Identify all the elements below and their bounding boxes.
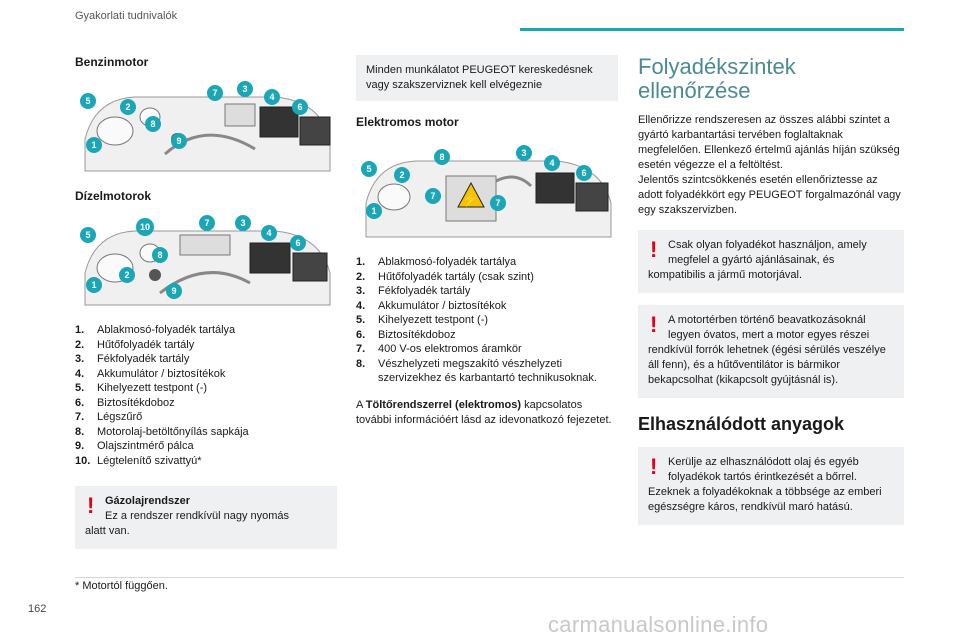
electric-engine-title: Elektromos motor [356, 115, 459, 129]
header-accent-bar [520, 28, 904, 31]
warning-icon: ! [650, 312, 658, 337]
footnote-divider [75, 577, 904, 578]
used-materials-title: Elhasználódott anyagok [638, 414, 845, 434]
svg-text:4: 4 [269, 92, 274, 102]
fluid-warning-box: ! Csak olyan folyadékot használjon, amel… [638, 230, 904, 293]
charging-info-paragraph: A Töltőrendszerrel (elektromos) kapcsola… [356, 398, 612, 426]
svg-text:6: 6 [295, 238, 300, 248]
svg-text:9: 9 [176, 136, 181, 146]
svg-text:6: 6 [581, 168, 586, 178]
legend-item: 6.Biztosítékdoboz [356, 328, 456, 341]
svg-text:7: 7 [495, 198, 500, 208]
warning-line: Ez a rendszer rendkívül nagy nyomás [105, 510, 290, 522]
svg-text:4: 4 [549, 158, 554, 168]
svg-text:5: 5 [366, 164, 371, 174]
svg-text:3: 3 [240, 218, 245, 228]
svg-text:2: 2 [125, 102, 130, 112]
legend-item: 4.Akkumulátor / biztosítékok [75, 367, 226, 380]
used-materials-warning-box: ! Kerülje az elhasználódott olaj és egyé… [638, 447, 904, 525]
warning-icon: ! [650, 237, 658, 262]
warning-title: Gázolajrendszer [105, 495, 190, 507]
petrol-engine-title: Benzinmotor [75, 55, 149, 69]
svg-text:10: 10 [140, 222, 150, 232]
svg-text:5: 5 [85, 96, 90, 106]
legend-item: 8.Motorolaj-betöltőnyílás sapkája [75, 425, 249, 438]
legend-item: 9.Olajszintmérő pálca [75, 440, 194, 452]
svg-text:4: 4 [266, 228, 271, 238]
svg-text:⚡: ⚡ [462, 191, 479, 208]
svg-text:1: 1 [91, 280, 96, 290]
svg-text:2: 2 [124, 270, 129, 280]
legend-item: 8.Vészhelyzeti megszakító vészhelyzeti s… [356, 357, 597, 385]
legend-item: 1.Ablakmosó-folyadék tartálya [75, 324, 236, 336]
svg-text:7: 7 [430, 191, 435, 201]
footnote: * Motortól függően. [75, 580, 168, 592]
diesel-engine-title: Dízelmotorok [75, 189, 152, 203]
svg-text:5: 5 [85, 230, 90, 240]
electric-parts-legend: 1.Ablakmosó-folyadék tartálya 2.Hűtőfoly… [356, 255, 618, 386]
warning-line: alatt van. [85, 525, 130, 537]
svg-text:1: 1 [371, 206, 376, 216]
svg-text:2: 2 [399, 170, 404, 180]
diesel-engine-diagram: 5 10 8 9 2 1 7 3 4 6 [75, 213, 337, 309]
column-middle: Minden munkálatot PEUGEOT kereskedésnek … [356, 55, 618, 428]
service-note: Minden munkálatot PEUGEOT kereskedésnek … [356, 55, 618, 101]
diesel-warning-box: ! Gázolajrendszer Ez a rendszer rendkívü… [75, 486, 337, 549]
legend-item: 5.Kihelyezett testpont (-) [75, 382, 208, 394]
legend-item: 1.Ablakmosó-folyadék tartálya [356, 256, 517, 268]
watermark: carmanualsonline.info [548, 612, 769, 637]
fluid-levels-intro-2: Jelentős szintcsökkenés esetén ellenőriz… [638, 174, 901, 216]
legend-item: 7.400 V-os elektromos áramkör [356, 343, 522, 355]
svg-text:9: 9 [171, 286, 176, 296]
fluid-levels-intro: Ellenőrizze rendszeresen az összes alább… [638, 114, 900, 171]
electric-engine-diagram: ⚡ 5 2 8 7 7 1 3 4 6 [356, 141, 618, 241]
svg-text:6: 6 [297, 102, 302, 112]
warning-icon: ! [650, 454, 658, 479]
legend-item: 7.Légszűrő [75, 411, 143, 423]
electric-engine-illustration: ⚡ 5 2 8 7 7 1 3 4 6 [356, 141, 618, 241]
diesel-engine-illustration: 5 10 8 9 2 1 7 3 4 6 [75, 213, 337, 309]
legend-item: 5.Kihelyezett testpont (-) [356, 314, 489, 326]
svg-text:3: 3 [242, 84, 247, 94]
legend-item: 2.Hűtőfolyadék tartály [75, 338, 195, 351]
engine-heat-warning-box: ! A motortérben történő beavatkozásoknál… [638, 305, 904, 398]
legend-item: 10.Légtelenítő szivattyú* [75, 454, 202, 467]
fluid-levels-title: Folyadékszintek ellenőrzése [638, 54, 796, 103]
legend-item: 3.Fékfolyadék tartály [75, 353, 190, 365]
page-number: 162 [28, 603, 47, 615]
petrol-engine-illustration: 5 2 8 9 1 7 3 4 6 [75, 79, 337, 175]
petrol-engine-diagram: 5 2 8 9 1 7 3 4 6 [75, 79, 337, 175]
svg-text:8: 8 [157, 250, 162, 260]
warning-icon: ! [87, 493, 95, 518]
engine-parts-legend: 1.Ablakmosó-folyadék tartálya 2.Hűtőfoly… [75, 323, 337, 468]
legend-item: 6.Biztosítékdoboz [75, 396, 175, 409]
legend-item: 3.Fékfolyadék tartály [356, 285, 471, 297]
svg-text:3: 3 [521, 148, 526, 158]
svg-text:8: 8 [150, 119, 155, 129]
legend-item: 2.Hűtőfolyadék tartály (csak szint) [356, 270, 534, 283]
svg-text:7: 7 [204, 218, 209, 228]
svg-text:8: 8 [439, 152, 444, 162]
svg-text:1: 1 [91, 140, 96, 150]
legend-item: 4.Akkumulátor / biztosítékok [356, 299, 507, 312]
column-left: Benzinmotor 5 2 8 9 1 7 3 [75, 55, 337, 549]
column-right: Folyadékszintek ellenőrzése Ellenőrizze … [638, 55, 904, 525]
section-header: Gyakorlati tudnivalók [75, 10, 178, 22]
svg-text:7: 7 [212, 88, 217, 98]
